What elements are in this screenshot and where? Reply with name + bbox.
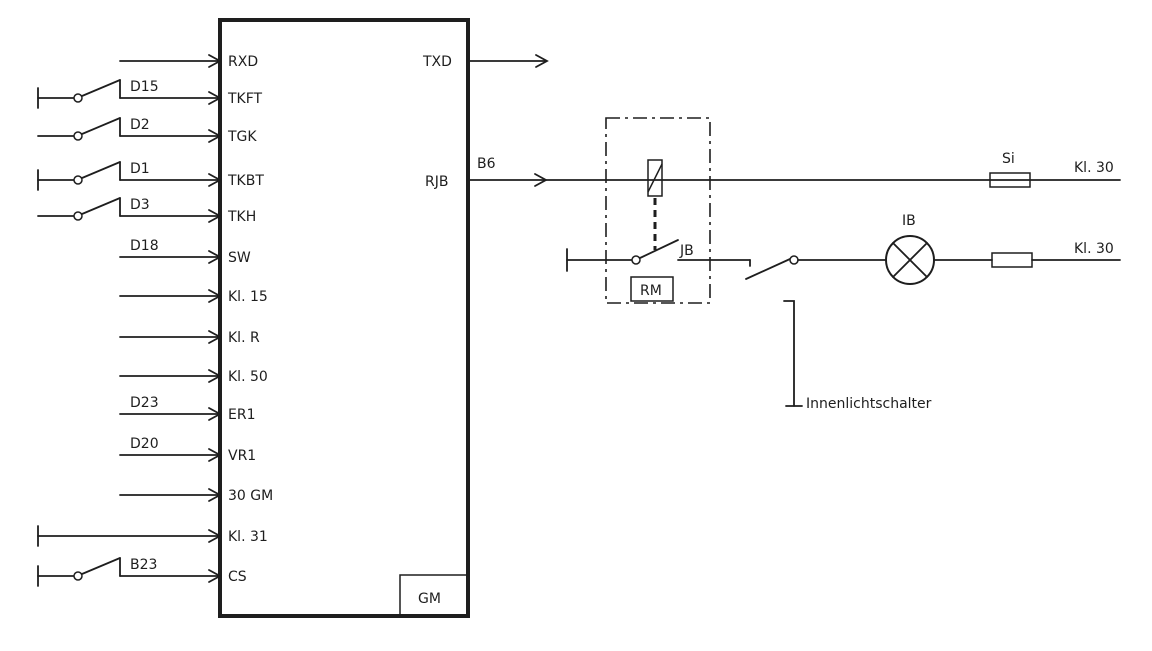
- input-kl-31-label: Kl. 31: [228, 529, 268, 545]
- input-cs-ref: B23: [130, 557, 157, 573]
- relay-enclosure: [605, 117, 711, 304]
- output-rjb-ref: B6: [477, 156, 496, 172]
- input-vr1-label: VR1: [228, 448, 256, 464]
- input-kl-r-label: Kl. R: [228, 330, 260, 346]
- input-kl-50-label: Kl. 50: [228, 369, 268, 385]
- input-sw-label: SW: [228, 250, 251, 266]
- relay-coil: [647, 159, 663, 197]
- input-er1-label: ER1: [228, 407, 255, 423]
- supply-bottom-label: Kl. 30: [1074, 241, 1114, 257]
- input-vr1-ref: D20: [130, 436, 159, 452]
- input-tkbt-ref: D1: [130, 161, 150, 177]
- input-tkft-label: TKFT: [227, 91, 263, 107]
- module-gm-tag-box: [399, 574, 468, 616]
- input-tkft-ref: D15: [130, 79, 159, 95]
- door-switch-label: Innenlichtschalter: [806, 396, 932, 412]
- input-er1-ref: D23: [130, 395, 159, 411]
- output-rjb: RJB B6: [425, 156, 1121, 190]
- relay-name-box: [630, 276, 674, 302]
- relay-rm: RM JB: [605, 117, 711, 304]
- input-tkbt-label: TKBT: [227, 173, 264, 189]
- input-rxd-label: RXD: [228, 54, 258, 70]
- module-gm-label: GM: [418, 591, 441, 607]
- input-sw-ref: D18: [130, 238, 159, 254]
- lamp-label: IB: [902, 213, 916, 229]
- supply-top-label: Kl. 30: [1074, 160, 1114, 176]
- input-tkft-switch-blade: [81, 79, 121, 97]
- input-tgk-label: TGK: [227, 129, 257, 145]
- input-kl-15-label: Kl. 15: [228, 289, 268, 305]
- relay-contact-label: JB: [679, 243, 694, 259]
- fuse-top-label: Si: [1002, 151, 1015, 167]
- input-cs-label: CS: [228, 569, 247, 585]
- output-txd: TXD: [422, 54, 549, 70]
- output-rjb-label: RJB: [425, 174, 448, 190]
- fuse-top: Si Kl. 30: [989, 151, 1114, 188]
- lamp-circuit: IB Kl. 30: [566, 213, 1121, 285]
- input-30-gm-label: 30 GM: [228, 488, 273, 504]
- input-tkbt-switch-blade: [81, 161, 121, 179]
- output-txd-label: TXD: [422, 54, 452, 70]
- fuse-top-icon: [989, 172, 1031, 188]
- module-gm-box: [218, 18, 470, 618]
- fuse-bottom-icon: [991, 252, 1033, 268]
- relay-name: RM: [640, 283, 662, 299]
- input-tgk-ref: D2: [130, 117, 150, 133]
- input-cs-switch-blade: [81, 557, 121, 575]
- input-tgk-switch-blade: [81, 117, 121, 135]
- door-switch: Innenlichtschalter: [783, 300, 932, 412]
- input-tkh-ref: D3: [130, 197, 150, 213]
- input-tkh-switch-blade: [81, 197, 121, 215]
- input-tkh-label: TKH: [227, 209, 256, 225]
